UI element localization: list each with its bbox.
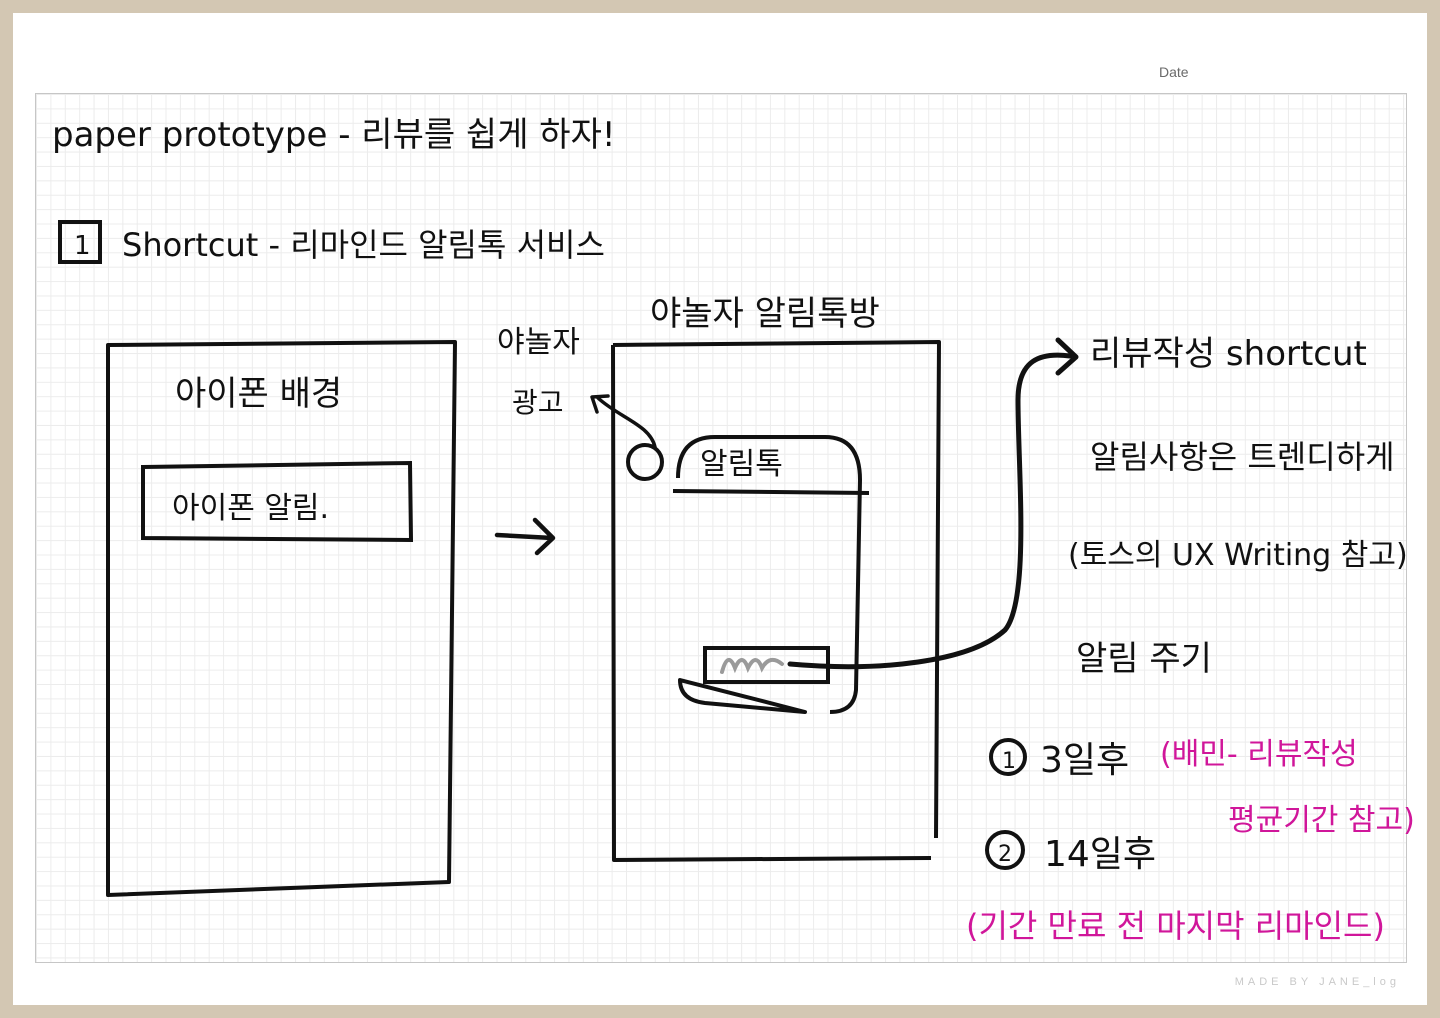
talk-bubble (676, 435, 862, 714)
talk-bubble-divider (672, 489, 870, 495)
shortcut-label: 리뷰작성 shortcut (1090, 334, 1367, 374)
chat-room-frame (611, 340, 941, 862)
ad-label-line1: 야놀자 (497, 325, 580, 360)
section-title: Shortcut - 리마인드 알림톡 서비스 (122, 226, 605, 264)
step1-circle (989, 738, 1027, 776)
step1-note-line2: 평균기간 참고) (1228, 803, 1415, 838)
cycle-label: 알림 주기 (1076, 639, 1212, 679)
phone-frame (106, 340, 457, 897)
section-number-box (58, 220, 102, 264)
notes-title: paper prototype - 리뷰를 쉽게 하자! (52, 115, 616, 155)
profile-circle-icon (626, 443, 664, 481)
step1-number: 1 (1002, 749, 1016, 774)
connector-arrow (787, 352, 1073, 670)
trendy-note: 알림사항은 트렌디하게 (1090, 438, 1395, 476)
step2-circle (985, 830, 1025, 870)
section-number: 1 (74, 231, 91, 261)
phone-notice-box (141, 460, 414, 543)
step2-label: 14일후 (1044, 834, 1156, 875)
date-label: Date (1159, 64, 1189, 80)
talk-bubble-title: 알림톡 (700, 447, 783, 482)
step1-label: 3일후 (1040, 740, 1129, 781)
grid-paper (35, 93, 1407, 963)
curved-arrow-icon (590, 394, 657, 449)
toss-reference-note: (토스의 UX Writing 참고) (1068, 538, 1408, 573)
credit-watermark: MADE BY JANE_log (1234, 976, 1400, 988)
phone-notice-label: 아이폰 알림. (172, 491, 329, 526)
chat-room-title: 야놀자 알림톡방 (650, 294, 880, 334)
ad-label-line2: 광고 (512, 386, 564, 419)
phone-bg-label: 아이폰 배경 (175, 374, 342, 414)
step2-number: 2 (998, 842, 1012, 867)
step1-note: (배민- 리뷰작성 (1160, 737, 1358, 772)
squiggle-icon (720, 657, 784, 674)
connector-arrowhead-icon (1055, 337, 1079, 376)
arrow-right-icon (494, 517, 556, 556)
step2-note: (기간 만료 전 마지막 리마인드) (966, 907, 1385, 945)
